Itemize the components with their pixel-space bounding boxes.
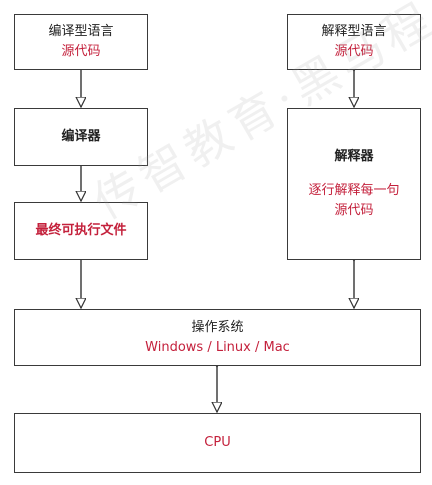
- interpreted-language-source: 源代码: [334, 44, 374, 59]
- interpreter-desc-line1: 逐行解释每一句: [308, 183, 400, 198]
- compiler-title: 编译器: [61, 129, 101, 144]
- operating-system-box: 操作系统 Windows / Linux / Mac: [14, 309, 421, 366]
- interpreter-title: 解释器: [334, 149, 374, 164]
- interpreted-language-box: 解释型语言 源代码: [287, 14, 421, 70]
- interpreted-language-title: 解释型语言: [321, 24, 387, 39]
- compiled-language-title: 编译型语言: [48, 24, 114, 39]
- interpreter-desc-line2: 源代码: [334, 203, 374, 218]
- compiled-language-box: 编译型语言 源代码: [14, 14, 148, 70]
- interpreter-box: 解释器 逐行解释每一句 源代码: [287, 108, 421, 260]
- compiler-box: 编译器: [14, 108, 148, 166]
- operating-system-platforms: Windows / Linux / Mac: [145, 339, 290, 355]
- operating-system-title: 操作系统: [191, 319, 244, 335]
- cpu-box: CPU: [14, 413, 421, 473]
- compiled-language-source: 源代码: [61, 44, 101, 59]
- executable-title: 最终可执行文件: [35, 223, 127, 238]
- executable-box: 最终可执行文件: [14, 202, 148, 260]
- cpu-title: CPU: [204, 435, 231, 450]
